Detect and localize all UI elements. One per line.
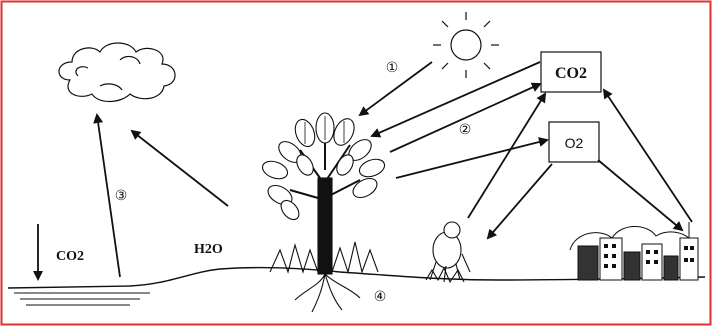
arrow-tree-to-cloud (132, 131, 228, 206)
arrow-o2-to-animal (488, 164, 552, 238)
animal-icon (426, 222, 470, 282)
marker-4: ④ (374, 289, 387, 305)
co2-box-label: CO2 (555, 65, 587, 82)
city-icon (570, 222, 698, 280)
water-icon (14, 293, 150, 305)
arrow-animal-to-co2 (468, 94, 545, 218)
arrow-tree-to-o2 (396, 140, 547, 178)
cloud-icon (59, 43, 175, 102)
h2o-label: H2O (194, 242, 223, 257)
marker-1: ① (386, 60, 399, 76)
marker-2: ② (459, 122, 472, 138)
sun-icon (433, 12, 499, 78)
co2-water-label: CO2 (56, 249, 84, 264)
marker-3: ③ (115, 188, 128, 204)
o2-box-label: O2 (565, 135, 584, 151)
arrow-o2-to-city (598, 160, 682, 230)
tree-icon (260, 113, 387, 312)
